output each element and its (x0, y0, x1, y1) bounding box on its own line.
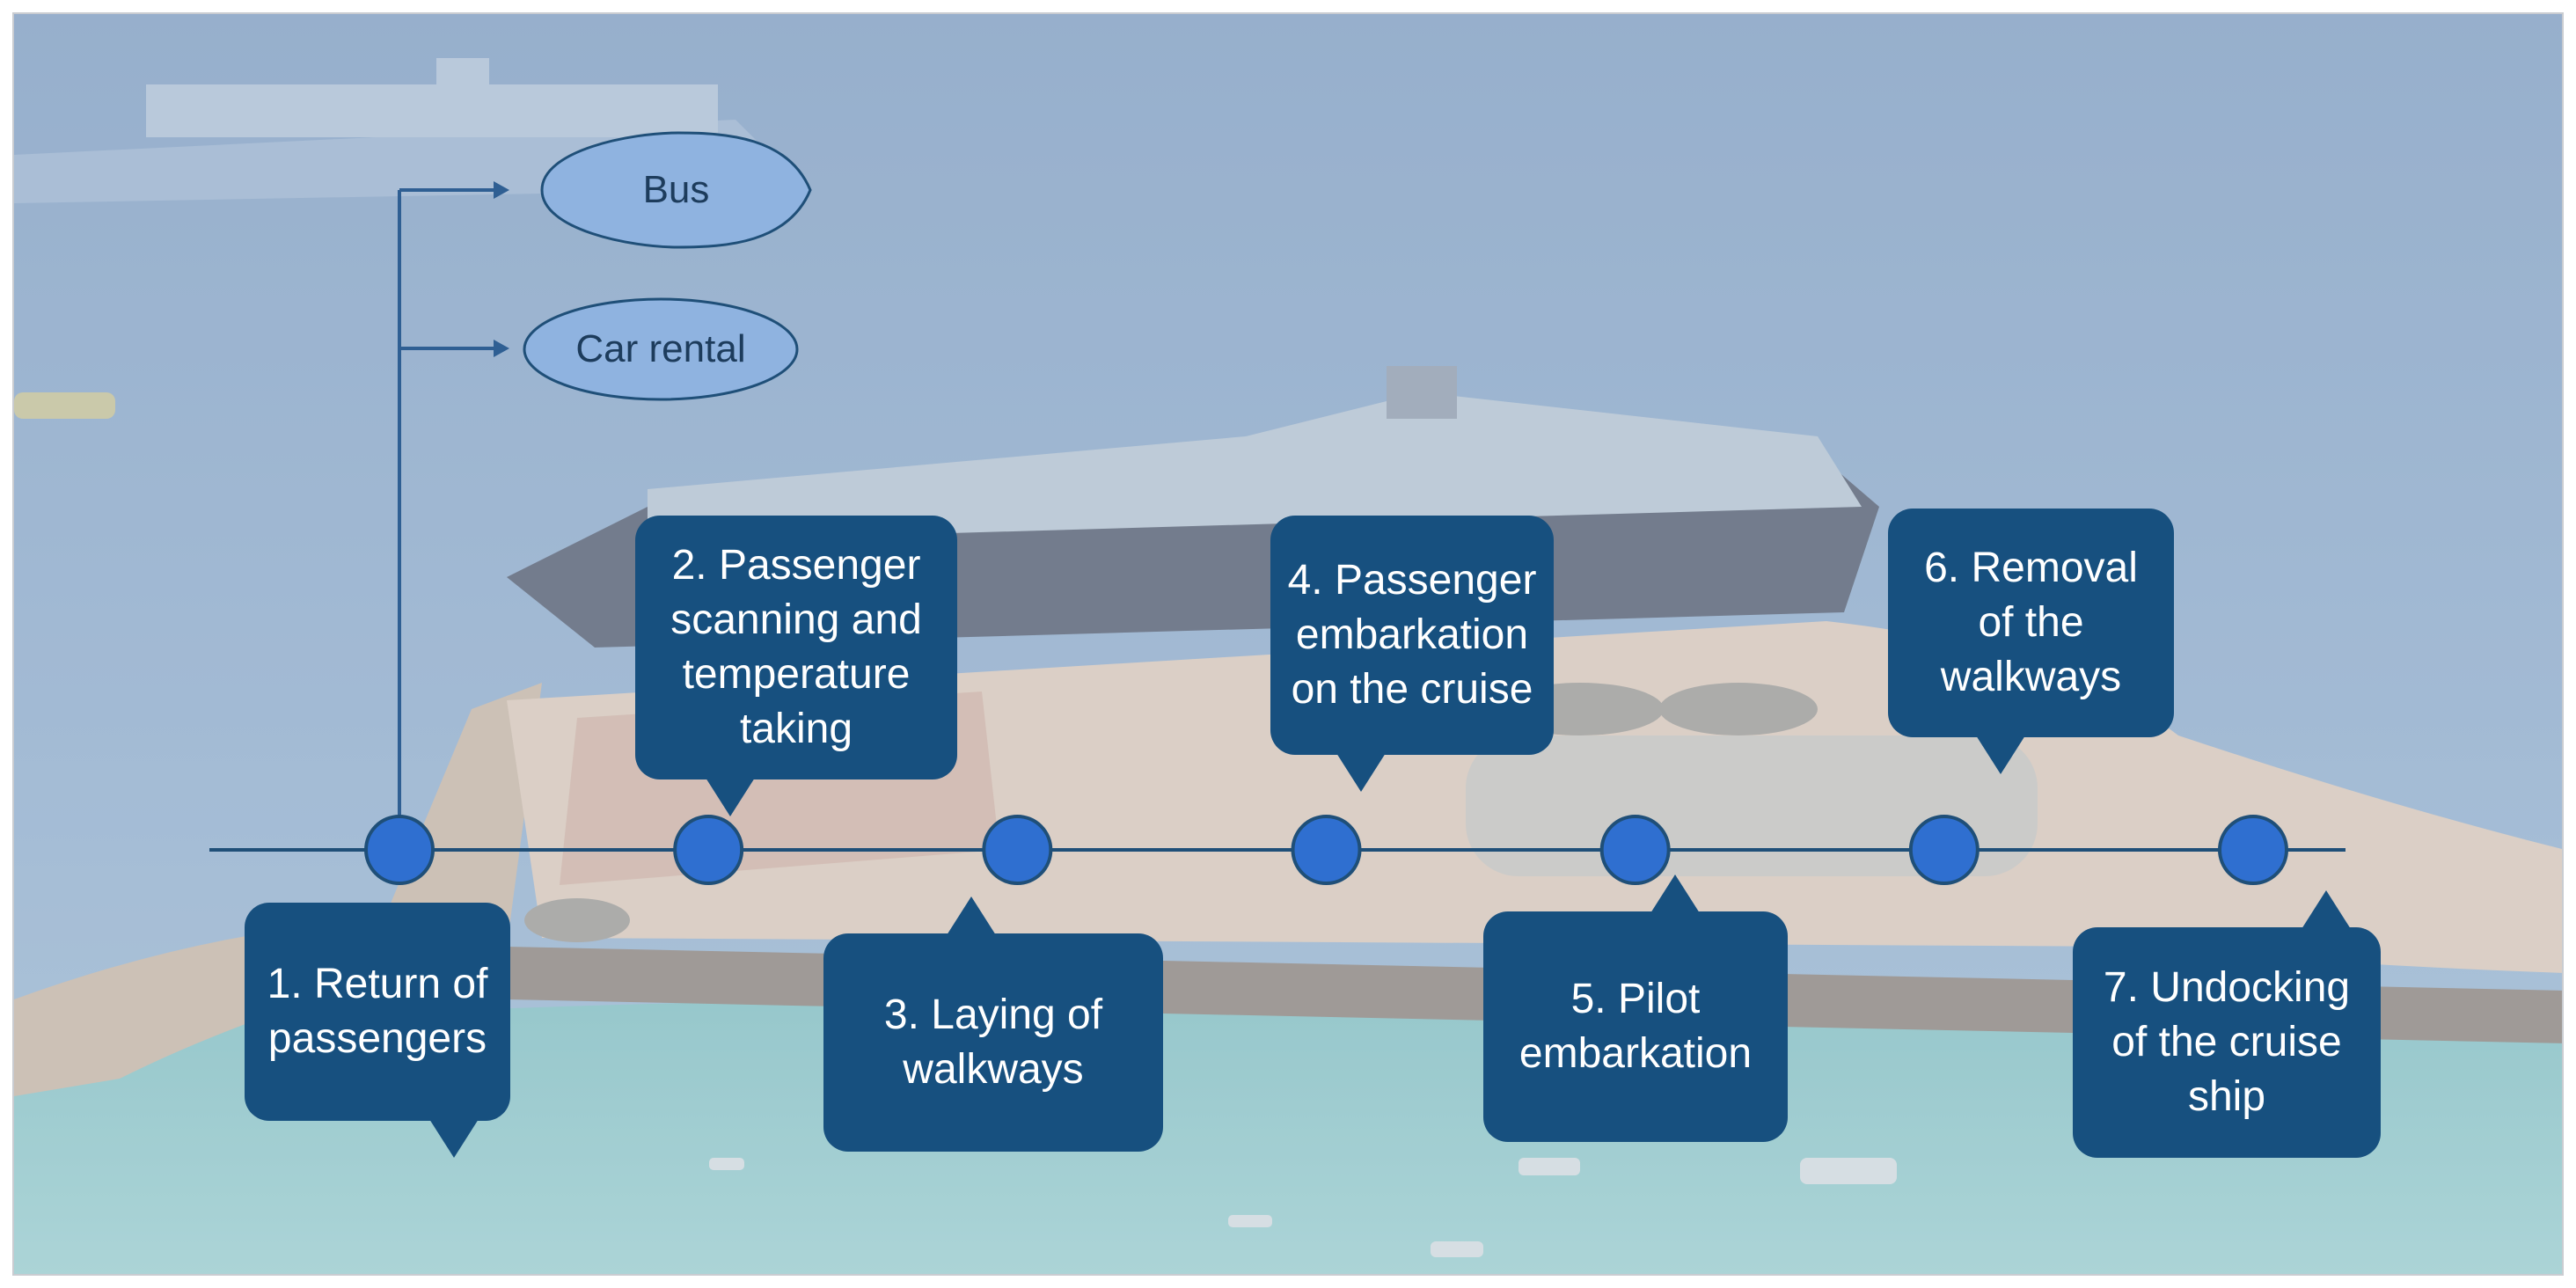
step-1-line-1: 1. Return of (267, 961, 488, 1007)
step-4-line-1: 4. Passenger (1287, 557, 1537, 604)
planter-2 (1659, 683, 1818, 735)
step-1-line-2: passengers (267, 1015, 487, 1062)
step-4-line-3: on the cruise (1291, 666, 1533, 713)
step-2-line-4: taking (739, 706, 853, 752)
step-2-callout: 2. Passenger scanning and temperature ta… (635, 516, 957, 816)
step-7-callout: 7. Undocking of the cruise ship (2073, 890, 2381, 1158)
diagram-frame: Bus Car rental 1. Return of passengers 2… (12, 12, 2564, 1276)
step-2-line-3: temperature (682, 651, 911, 698)
step-6-line-1: 6. Removal (1924, 545, 2138, 591)
timeline-nodes (364, 815, 2288, 885)
step-3-line-1: 3. Laying of (883, 992, 1103, 1038)
lagoon (14, 998, 2562, 1274)
arrow-bus (494, 181, 509, 199)
ferry-deck (146, 84, 718, 137)
timeline-node-4 (1291, 815, 1362, 885)
step-4-line-2: embarkation (1295, 611, 1529, 658)
step-3-callout: 3. Laying of walkways (823, 896, 1163, 1152)
timeline-node-7 (2218, 815, 2288, 885)
planter-3 (524, 898, 630, 942)
step-5-line-1: 5. Pilot (1570, 976, 1701, 1022)
step-6-callout: 6. Removal of the walkways (1888, 509, 2174, 774)
cruise-ship-deck (648, 392, 1862, 542)
arrow-car-rental (494, 340, 509, 357)
step-2-line-2: scanning and (670, 596, 922, 643)
timeline-node-5 (1599, 815, 1671, 885)
step-3-line-2: walkways (903, 1046, 1084, 1093)
bus-label: Bus (642, 168, 710, 211)
timeline-node-2 (673, 815, 744, 885)
step-6-line-2: of the (1978, 599, 2084, 646)
timeline-node-6 (1908, 815, 1980, 885)
step-6-line-3: walkways (1940, 654, 2122, 700)
step-7-line-1: 7. Undocking (2103, 964, 2351, 1011)
small-boat (14, 392, 115, 419)
step-2-line-1: 2. Passenger (671, 542, 921, 589)
breakwater-left (14, 683, 542, 1096)
step-5-callout: 5. Pilot embarkation (1483, 875, 1788, 1142)
step-4-callout: 4. Passenger embarkation on the cruise (1270, 516, 1554, 792)
step-5-line-2: embarkation (1519, 1030, 1753, 1077)
step-1-callout: 1. Return of passengers (245, 903, 510, 1158)
car-rental-label: Car rental (575, 327, 746, 370)
timeline-node-1 (364, 815, 435, 885)
step-7-line-2: of the cruise (2111, 1019, 2342, 1065)
timeline-node-3 (982, 815, 1053, 885)
bus-ellipse (540, 131, 812, 249)
car-rental-ellipse (523, 297, 799, 401)
step-7-line-3: ship (2187, 1073, 2266, 1120)
